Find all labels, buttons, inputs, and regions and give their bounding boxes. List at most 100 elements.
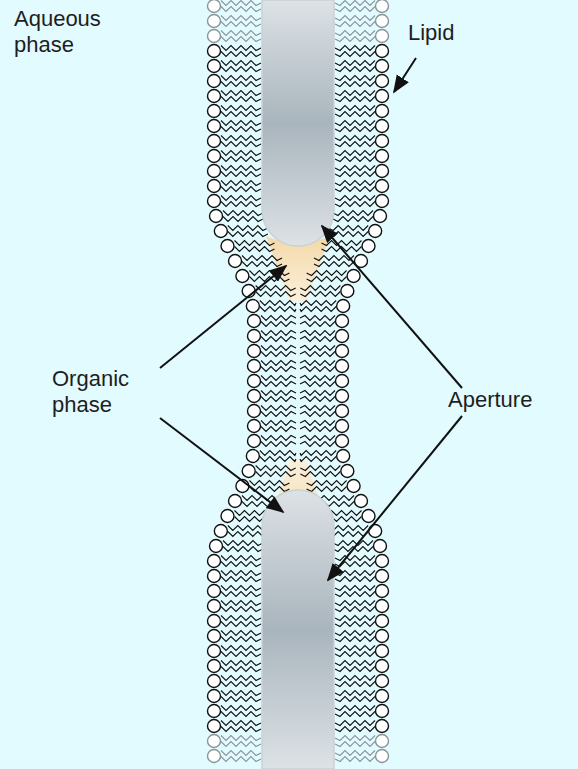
lipid-head xyxy=(336,375,349,388)
lipid-head xyxy=(376,570,389,583)
lipid-tail xyxy=(221,1,261,6)
lipid-head xyxy=(376,90,389,103)
lipid-head xyxy=(336,360,349,373)
lipid-tail xyxy=(300,421,335,426)
lipid-head xyxy=(248,360,261,373)
lipid-tail xyxy=(335,1,375,6)
lipid-head xyxy=(336,315,349,328)
lipid-tail xyxy=(335,31,375,36)
lipid-tail xyxy=(221,151,261,156)
lipid-head xyxy=(376,15,389,28)
lipid-head xyxy=(248,375,261,388)
lipid-head xyxy=(376,750,389,763)
lipid-tail xyxy=(221,622,261,627)
leader-line xyxy=(322,226,462,388)
lipid-tail xyxy=(261,397,296,402)
lipid-tail xyxy=(221,742,261,747)
lipid-tail xyxy=(221,181,261,186)
lipid-tail xyxy=(335,157,375,162)
lipid-tail xyxy=(228,226,268,231)
lipid-tail xyxy=(307,481,347,486)
lipid-tail xyxy=(221,616,261,621)
lipid-tail xyxy=(335,166,375,171)
lipid-tail xyxy=(221,697,261,702)
lipid-head xyxy=(208,195,221,208)
lipid-head xyxy=(362,510,375,523)
lipid-tail xyxy=(228,232,268,237)
lipid-head xyxy=(248,420,261,433)
lipid-head xyxy=(208,750,221,763)
lipid-head xyxy=(242,465,255,478)
lipid-tail xyxy=(260,451,296,456)
lipid-tail xyxy=(221,46,261,51)
lipid-head xyxy=(248,315,261,328)
lipid-tail xyxy=(260,307,296,312)
lipid-tail xyxy=(223,541,263,546)
lipid-head xyxy=(236,270,249,283)
lipid-head xyxy=(210,210,223,223)
lipid-tail xyxy=(261,412,296,417)
lipid-head xyxy=(208,600,221,613)
lipid-tail xyxy=(221,91,261,96)
lipid-tail xyxy=(221,121,261,126)
lipid-tail xyxy=(221,652,261,657)
lipid-tail xyxy=(221,127,261,132)
lipid-head xyxy=(376,120,389,133)
lipid-tail xyxy=(221,607,261,612)
lipid-tail xyxy=(335,556,375,561)
lipid-tail xyxy=(261,331,296,336)
lipid-head xyxy=(221,240,234,253)
lipid-tail xyxy=(300,397,335,402)
lipid-tail xyxy=(221,577,261,582)
lipid-head xyxy=(376,30,389,43)
lipid-head xyxy=(208,0,221,13)
lipid-tail xyxy=(335,586,375,591)
lipid-tail xyxy=(221,691,261,696)
lipid-tail xyxy=(335,601,375,606)
lipid-tail xyxy=(300,331,335,336)
lipid-head xyxy=(229,495,242,508)
lipid-tail xyxy=(261,346,296,351)
lipid-tail xyxy=(261,442,296,447)
lipid-tail xyxy=(300,436,335,441)
lipid-tail xyxy=(335,631,375,636)
lipid-tail xyxy=(335,121,375,126)
lipid-tail xyxy=(300,412,335,417)
lipid-tail xyxy=(221,61,261,66)
lipid-head xyxy=(376,165,389,178)
lipid-tail xyxy=(256,466,296,471)
lipid-tail xyxy=(307,487,347,492)
lipid-tail xyxy=(261,316,296,321)
lipid-tail xyxy=(221,676,261,681)
lipid-head xyxy=(208,570,221,583)
lipid-tail xyxy=(333,211,373,216)
lipid-head xyxy=(208,645,221,658)
lipid-tail xyxy=(300,457,336,462)
lipid-tail xyxy=(300,451,336,456)
lipid-tail xyxy=(300,382,335,387)
lipid-tail xyxy=(335,112,375,117)
lipid-tail xyxy=(242,256,282,261)
lipid-tail xyxy=(333,541,373,546)
lipid-tail xyxy=(335,127,375,132)
lipid-head xyxy=(248,345,261,358)
lipid-head xyxy=(376,630,389,643)
lipid-tail xyxy=(335,106,375,111)
lipid-head xyxy=(376,0,389,13)
lipid-tail xyxy=(221,67,261,72)
lipid-tail xyxy=(221,16,261,21)
lipid-tail xyxy=(335,676,375,681)
lipid-head xyxy=(208,180,221,193)
lipid-tail xyxy=(300,307,336,312)
lipid-tail xyxy=(307,271,347,276)
lipid-tail xyxy=(335,16,375,21)
lipid-head xyxy=(376,615,389,628)
lipid-tail xyxy=(300,322,335,327)
lipid-head xyxy=(214,525,227,538)
lipid-tail xyxy=(221,637,261,642)
lipid-head xyxy=(208,675,221,688)
lipid-head xyxy=(229,255,242,268)
lipid-tail xyxy=(221,136,261,141)
lipid-head xyxy=(376,660,389,673)
lipid-head xyxy=(347,480,360,493)
